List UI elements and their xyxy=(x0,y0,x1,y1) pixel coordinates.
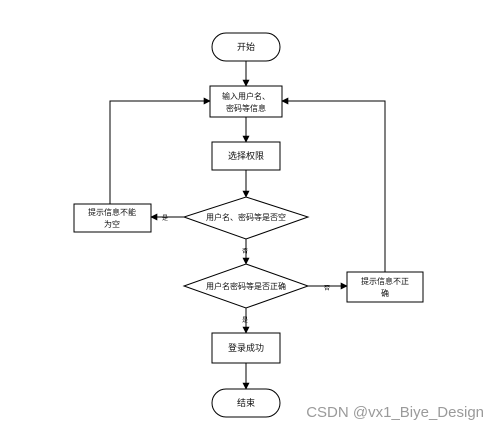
check-correct-label: 用户名密码等是否正确 xyxy=(206,281,286,291)
check-correct-decision: 用户名密码等是否正确 xyxy=(182,263,310,309)
check-empty-decision: 用户名、密码等是否空 xyxy=(182,196,310,240)
edge-label-correct-no: 否 xyxy=(324,285,330,292)
login-success-label: 登录成功 xyxy=(228,342,264,354)
edge-wrong-error-back-to-input xyxy=(281,97,386,272)
wrong-error-label-line2: 确 xyxy=(381,288,389,298)
start-node-label: 开始 xyxy=(237,41,255,53)
edges xyxy=(109,61,386,390)
end-node: 结束 xyxy=(211,388,281,418)
edge-empty-error-back-to-input xyxy=(109,97,211,204)
edge-label-empty-no: 否 xyxy=(242,248,248,255)
input-node-label-line2: 密码等信息 xyxy=(226,103,266,113)
empty-error-label-line2: 为空 xyxy=(104,219,120,229)
edge-labels: 是 否 否 是 xyxy=(162,215,330,324)
input-node: 输入用户名、 密码等信息 xyxy=(209,85,283,118)
edge-label-correct-yes: 是 xyxy=(242,317,248,324)
watermark: CSDN @vx1_Biye_Design xyxy=(306,404,484,421)
empty-error-node: 提示信息不能 为空 xyxy=(73,203,152,233)
wrong-error-label-line1: 提示信息不正 xyxy=(361,276,409,286)
input-node-label-line1: 输入用户名、 xyxy=(222,91,270,101)
login-success-node: 登录成功 xyxy=(211,332,281,364)
select-permission-node: 选择权限 xyxy=(211,141,281,171)
end-node-label: 结束 xyxy=(237,397,255,409)
empty-error-label-line1: 提示信息不能 xyxy=(88,207,136,217)
check-empty-label: 用户名、密码等是否空 xyxy=(206,212,286,222)
start-node: 开始 xyxy=(211,32,281,62)
select-permission-label: 选择权限 xyxy=(228,150,264,162)
edge-label-empty-yes: 是 xyxy=(162,215,168,222)
wrong-error-node: 提示信息不正 确 xyxy=(346,271,424,303)
